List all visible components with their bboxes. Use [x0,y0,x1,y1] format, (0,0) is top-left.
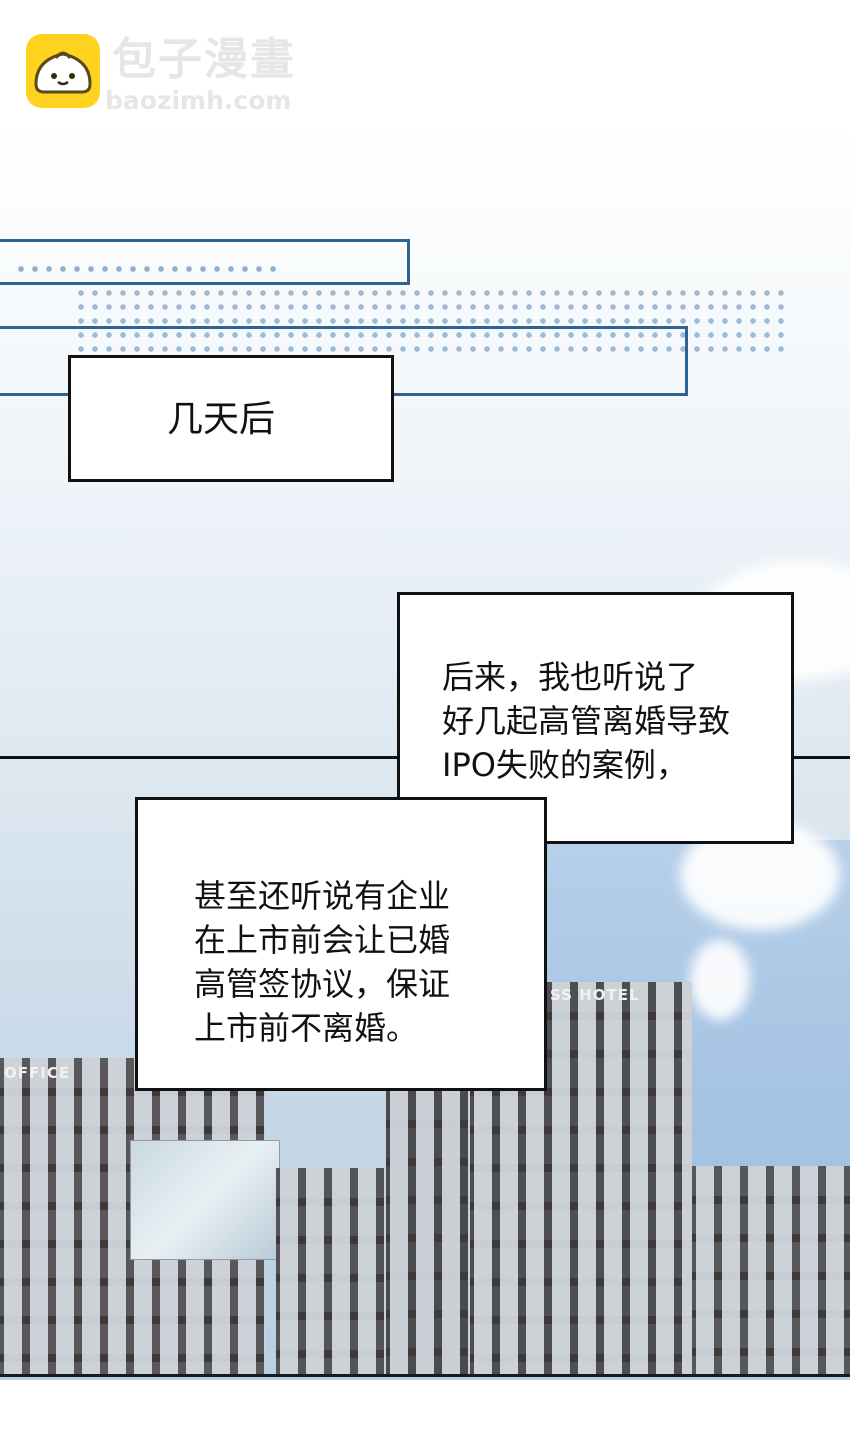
caption-time: 几天后 [167,399,276,440]
cloud [690,940,750,1020]
narration-2-line: 上市前不离婚。 [194,1009,419,1047]
watermark-url: baozimh.com [105,86,292,115]
low-building [276,1168,386,1374]
watermark-brand: 包子漫畫 [112,34,296,85]
narration-1-line: 后来，我也听说了 [442,658,699,696]
caption-box-time: 几天后 [68,355,394,482]
frame-top [0,239,410,285]
bun-logo-icon [26,34,100,108]
right-building [692,1166,850,1374]
narration-box-2: 甚至还听说有企业 在上市前会让已婚 高管签协议，保证 上市前不离婚。 [135,797,547,1091]
glass-facade [130,1140,280,1260]
panel-bottom-border [0,1374,850,1377]
narration-1-line: 好几起高管离婚导致 [442,702,731,740]
narration-1-line: IPO失败的案例， [442,746,688,784]
narration-2-line: 高管签协议，保证 [194,965,451,1003]
halftone-dots [74,286,784,356]
narration-2-line: 在上市前会让已婚 [194,921,451,959]
narration-2-line: 甚至还听说有企业 [194,877,451,915]
office-sign: OFFICE [4,1064,71,1082]
tower-building [386,1090,472,1374]
hotel-sign: SS HOTEL [550,986,640,1004]
halftone-dots [14,262,284,278]
